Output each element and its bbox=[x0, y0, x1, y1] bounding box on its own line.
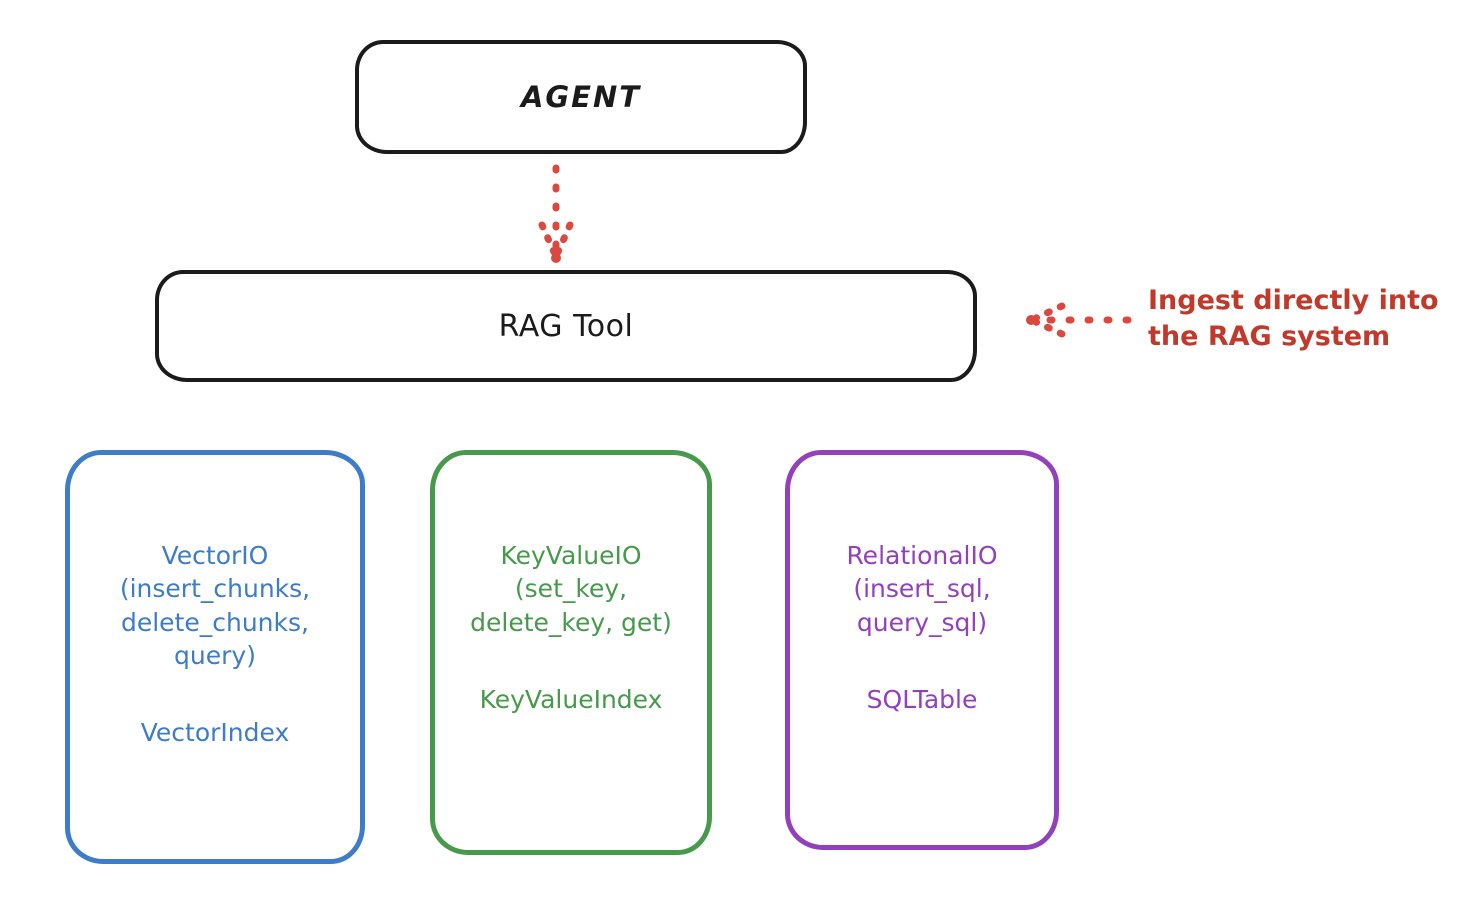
node-relational-io[interactable]: RelationalIO (insert_sql, query_sql) SQL… bbox=[785, 450, 1059, 850]
relational-io-api-label: RelationalIO (insert_sql, query_sql) bbox=[846, 541, 998, 637]
vector-index-label: VectorIndex bbox=[140, 718, 290, 747]
node-agent[interactable]: AGENT bbox=[355, 40, 807, 154]
node-key-value-io[interactable]: KeyValueIO (set_key, delete_key, get) Ke… bbox=[430, 450, 712, 855]
sql-table-label: SQLTable bbox=[866, 684, 978, 714]
connector-agent-to-rag-tool bbox=[538, 164, 574, 263]
annotation-ingest-directly: Ingest directly into the RAG system bbox=[1148, 285, 1439, 353]
connector-ingest-to-rag-tool bbox=[1026, 302, 1132, 338]
node-rag-tool[interactable]: RAG Tool bbox=[155, 270, 977, 382]
vector-io-api-label: VectorIO (insert_chunks, delete_chunks, … bbox=[119, 541, 311, 670]
node-vector-io[interactable]: VectorIO (insert_chunks, delete_chunks, … bbox=[65, 450, 365, 864]
key-value-index-label: KeyValueIndex bbox=[479, 684, 663, 714]
key-value-io-api-label: KeyValueIO (set_key, delete_key, get) bbox=[470, 541, 672, 637]
node-agent-label: AGENT bbox=[520, 80, 642, 114]
node-rag-tool-label: RAG Tool bbox=[498, 308, 634, 344]
